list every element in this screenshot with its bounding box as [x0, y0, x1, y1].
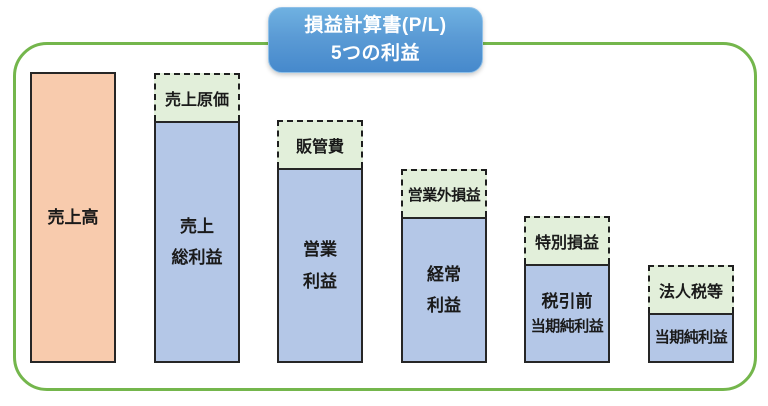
- expense-box-corporate-tax: 法人税等: [648, 265, 734, 313]
- pl-frame: [13, 42, 757, 391]
- bar-revenue: 売上高: [30, 72, 116, 363]
- expense-corporate-tax-label: 法人税等: [658, 284, 723, 301]
- bar-pretax-net-income: 税引前 当期純利益: [524, 264, 610, 363]
- bar-operating-profit-line2: 利益: [303, 271, 337, 291]
- title-box: 損益計算書(P/L) 5つの利益: [268, 7, 483, 73]
- bar-revenue-label: 売上高: [47, 207, 99, 227]
- bar-gross-profit-line2: 総利益: [171, 248, 223, 267]
- bar-ordinary-profit: 経常 利益: [401, 217, 487, 363]
- bar-gross-profit: 売上 総利益: [154, 121, 240, 363]
- bar-ordinary-profit-line2: 利益: [427, 296, 461, 315]
- bar-pretax-net-income-line2: 当期純利益: [530, 318, 604, 336]
- bar-net-income: 当期純利益: [648, 313, 734, 363]
- bar-net-income-label: 当期純利益: [654, 329, 728, 347]
- expense-extraordinary-label: 特別損益: [534, 235, 599, 252]
- title-line-2: 5つの利益: [330, 43, 421, 64]
- expense-cost-of-sales-label: 売上原価: [164, 92, 229, 109]
- expense-box-sga: 販管費: [277, 120, 363, 168]
- bar-operating-profit: 営業 利益: [277, 168, 363, 363]
- bar-gross-profit-line1: 売上: [180, 216, 214, 236]
- expense-box-cost-of-sales: 売上原価: [154, 73, 240, 121]
- expense-sga-label: 販管費: [295, 139, 344, 156]
- expense-box-non-operating: 営業外損益: [401, 169, 487, 217]
- title-line-1: 損益計算書(P/L): [304, 15, 447, 37]
- bar-pretax-net-income-line1: 税引前: [541, 291, 593, 311]
- expense-non-operating-label: 営業外損益: [407, 186, 481, 204]
- bar-ordinary-profit-line1: 経常: [427, 264, 461, 284]
- bar-operating-profit-line1: 営業: [303, 240, 337, 260]
- expense-box-extraordinary: 特別損益: [524, 216, 610, 264]
